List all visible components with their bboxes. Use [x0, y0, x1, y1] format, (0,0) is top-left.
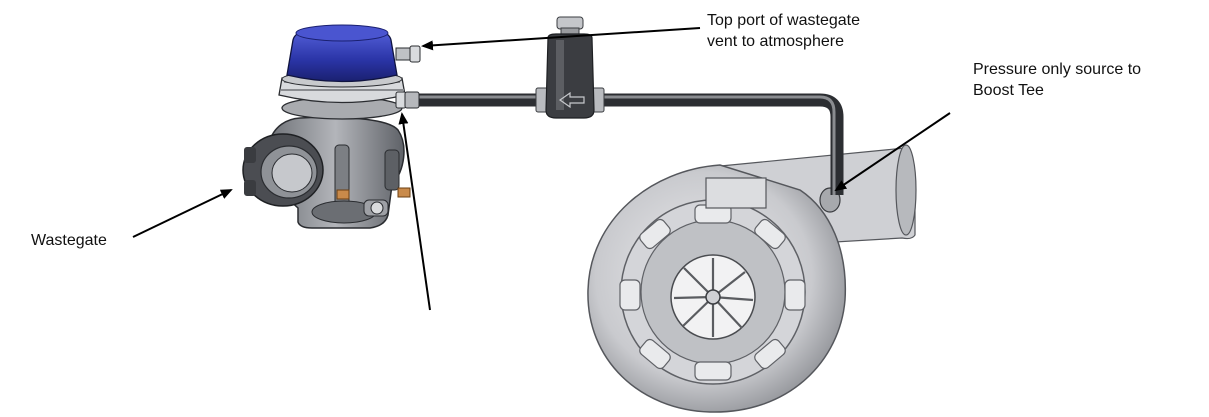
boost-tee-valve [545, 16, 595, 119]
label-top-port: Top port of wastegate vent to atmosphere [707, 12, 860, 50]
inlet-slots [619, 204, 806, 381]
boost-pipe [415, 87, 844, 195]
brass-fitting [336, 189, 350, 200]
wastegate-assembly [242, 24, 421, 229]
housing-pad [705, 177, 767, 209]
arrow-pressure-source [834, 112, 951, 192]
turbocharger [587, 144, 917, 413]
arrow-top-port [421, 27, 701, 51]
outlet-flange [895, 144, 917, 236]
arrow-side-port [398, 112, 431, 311]
label-wastegate: Wastegate [31, 232, 107, 249]
label-pressure-source: Pressure only source to Boost Tee [973, 61, 1142, 99]
arrow-wastegate [132, 189, 233, 238]
flow-arrow-icon [558, 91, 585, 109]
